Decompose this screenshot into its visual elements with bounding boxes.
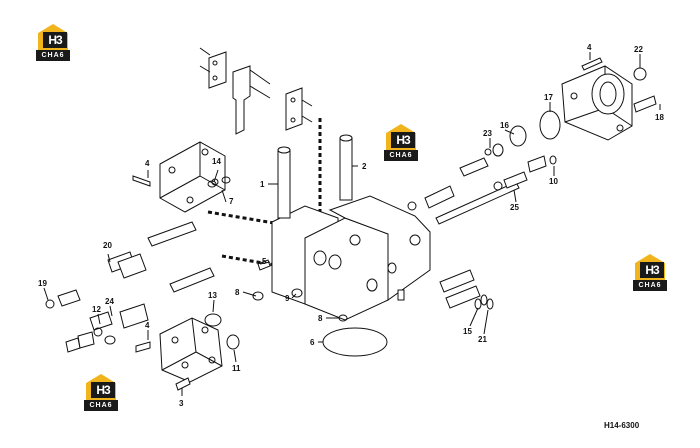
plug xyxy=(252,291,264,301)
callout-24: 24 xyxy=(105,297,114,306)
end-cover-right xyxy=(561,57,657,141)
side-cover xyxy=(135,313,240,391)
callout-20: 20 xyxy=(103,241,112,250)
logo-mark: H3 xyxy=(91,382,115,398)
o-ring xyxy=(322,327,388,357)
callout-8: 8 xyxy=(235,288,240,297)
callout-17: 17 xyxy=(544,93,553,102)
callout-22: 22 xyxy=(634,45,643,54)
logo-word: CHA6 xyxy=(384,150,418,161)
callout-6: 6 xyxy=(310,338,315,347)
callout-16: 16 xyxy=(500,121,509,130)
callout-2: 2 xyxy=(362,162,367,171)
callout-labels: 1 2 3 4 4 4 5 6 7 8 8 9 10 11 12 13 14 1… xyxy=(38,43,664,408)
callout-23: 23 xyxy=(483,129,492,138)
leader-lines xyxy=(43,52,661,396)
callout-8: 8 xyxy=(318,314,323,323)
drawing-code: H14-6300 xyxy=(604,421,640,430)
callout-13: 13 xyxy=(208,291,217,300)
spool-right xyxy=(407,110,561,310)
bolt xyxy=(277,134,353,219)
callout-14: 14 xyxy=(212,157,221,166)
callout-19: 19 xyxy=(38,279,47,288)
cover-plate xyxy=(132,141,231,213)
callout-21: 21 xyxy=(478,335,487,344)
lever-bracket xyxy=(199,47,313,135)
callout-5: 5 xyxy=(262,257,267,266)
logo-mark: H3 xyxy=(640,262,664,278)
brand-logo: H3 CHA6 xyxy=(633,254,667,292)
valve-body xyxy=(271,195,431,321)
callout-10: 10 xyxy=(549,177,558,186)
logo-mark: H3 xyxy=(43,32,67,48)
callout-9: 9 xyxy=(285,294,290,303)
callout-3: 3 xyxy=(179,399,184,408)
callout-11: 11 xyxy=(232,364,241,373)
callout-15: 15 xyxy=(463,327,472,336)
callout-12: 12 xyxy=(92,305,101,314)
brand-logo: H3 CHA6 xyxy=(384,124,418,162)
callout-18: 18 xyxy=(655,113,664,122)
logo-word: CHA6 xyxy=(36,50,70,61)
logo-word: CHA6 xyxy=(633,280,667,291)
brand-logo: H3 CHA6 xyxy=(84,374,118,412)
callout-4: 4 xyxy=(145,321,150,330)
callout-4: 4 xyxy=(145,159,150,168)
spool-left xyxy=(45,221,215,353)
callout-4: 4 xyxy=(587,43,592,52)
plug xyxy=(291,288,303,298)
logo-word: CHA6 xyxy=(84,400,118,411)
callout-7: 7 xyxy=(229,197,234,206)
callout-1: 1 xyxy=(260,180,265,189)
brand-logo: H3 CHA6 xyxy=(36,24,70,62)
logo-mark: H3 xyxy=(391,132,415,148)
callout-25: 25 xyxy=(510,203,519,212)
